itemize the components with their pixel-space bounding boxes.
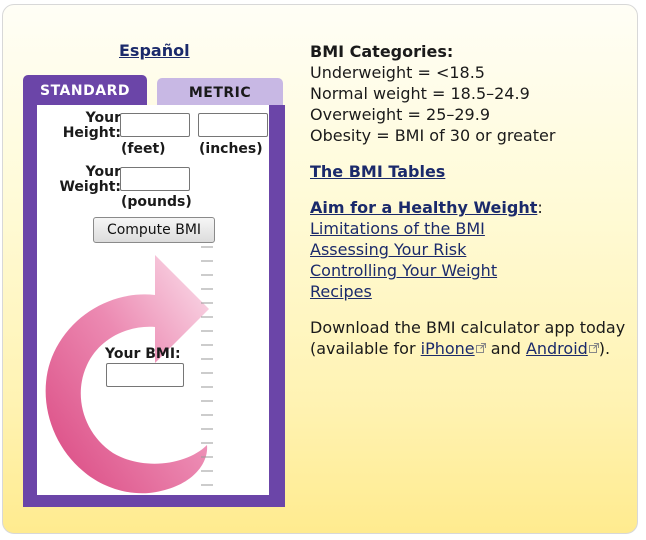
healthy-weight-link[interactable]: Aim for a Healthy Weight	[310, 198, 538, 217]
bmi-calculator: STANDARD METRIC Your Height: (feet) (inc…	[23, 73, 285, 507]
inches-unit: (inches)	[199, 141, 263, 157]
app-download-text: Download the BMI calculator app today	[310, 318, 626, 337]
category-normal: Normal weight = 18.5–24.9	[310, 84, 530, 103]
weight-label: Your Weight:	[37, 165, 121, 195]
android-link[interactable]: Android	[526, 339, 599, 358]
bmi-result-field[interactable]	[106, 363, 184, 387]
iphone-link[interactable]: iPhone	[421, 339, 486, 358]
healthy-weight-heading: Aim for a Healthy Weight:	[310, 197, 630, 218]
app-suffix: ).	[598, 339, 611, 358]
iphone-label: iPhone	[420, 339, 475, 358]
weight-label-line2: Weight:	[59, 179, 121, 195]
assessing-risk-link[interactable]: Assessing Your Risk	[310, 240, 467, 259]
bmi-tables-link[interactable]: The BMI Tables	[310, 162, 446, 181]
bmi-calculator-frame: Español STANDARD METRIC Your Height: (fe…	[2, 4, 638, 534]
healthy-weight-colon: :	[537, 198, 543, 217]
external-link-icon	[588, 343, 599, 353]
recipes-link[interactable]: Recipes	[310, 282, 372, 301]
controlling-weight-link[interactable]: Controlling Your Weight	[310, 261, 498, 280]
height-label: Your Height:	[43, 111, 121, 141]
calculator-panel: Your Height: (feet) (inches) Your Weight…	[23, 105, 285, 507]
app-and: and	[485, 339, 526, 358]
feet-input[interactable]	[120, 113, 190, 137]
category-overweight: Overweight = 25–29.9	[310, 105, 490, 124]
external-link-icon	[475, 343, 486, 353]
weight-label-line1: Your	[85, 164, 121, 180]
feet-unit: (feet)	[121, 141, 166, 157]
espanol-link[interactable]: Español	[119, 41, 190, 60]
app-prefix: (available for	[310, 339, 421, 358]
weight-input[interactable]	[120, 167, 190, 191]
height-label-line1: Your	[85, 110, 121, 126]
bmi-scale-ticks	[201, 246, 213, 486]
pounds-unit: (pounds)	[121, 194, 192, 210]
category-obesity: Obesity = BMI of 30 or greater	[310, 126, 556, 145]
android-label: Android	[525, 339, 588, 358]
info-column: BMI Categories: Underweight = <18.5 Norm…	[310, 41, 630, 359]
app-availability: (available for iPhone and Android).	[310, 338, 630, 359]
tab-metric[interactable]: METRIC	[157, 78, 283, 107]
bmi-categories-title: BMI Categories:	[310, 42, 454, 61]
category-underweight: Underweight = <18.5	[310, 63, 485, 82]
calculator-form: Your Height: (feet) (inches) Your Weight…	[37, 105, 269, 495]
inches-input[interactable]	[198, 113, 268, 137]
limitations-link[interactable]: Limitations of the BMI	[310, 219, 485, 238]
height-label-line2: Height:	[62, 125, 121, 141]
circular-arrow-icon	[45, 255, 209, 494]
bmi-result-label: Your BMI:	[105, 346, 181, 362]
compute-bmi-button[interactable]: Compute BMI	[93, 217, 215, 243]
tab-standard[interactable]: STANDARD	[23, 75, 147, 107]
